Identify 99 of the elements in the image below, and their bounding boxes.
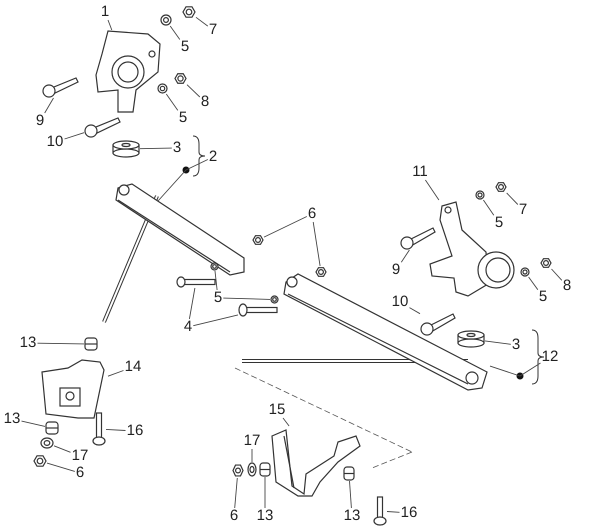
nut (232, 463, 244, 478)
leader-line (528, 276, 538, 290)
end-cap (343, 466, 355, 481)
leader-line (21, 420, 46, 427)
leader-line (490, 362, 541, 376)
callout-number: 9 (34, 113, 46, 129)
leader-line (264, 216, 308, 238)
bolt (420, 312, 455, 336)
leader-line (282, 418, 290, 426)
leader-line (482, 200, 494, 216)
callout-number: 12 (540, 349, 560, 365)
leader-line (170, 26, 180, 40)
callout-number: 17 (242, 433, 262, 449)
leader-line (192, 314, 238, 326)
leader-line (264, 476, 266, 508)
bolt (42, 76, 78, 98)
bolt (373, 496, 387, 526)
callout-number: 2 (208, 149, 218, 165)
callout-number: 7 (518, 202, 528, 218)
washer (270, 295, 279, 304)
callout-number: 1 (100, 4, 110, 20)
callout-number: 14 (124, 359, 142, 375)
nut (33, 454, 47, 468)
nut (495, 181, 507, 193)
leader-line (54, 445, 71, 453)
leader-line (46, 462, 76, 472)
leader-line (551, 268, 562, 281)
callout-number: 15 (268, 402, 286, 418)
callout-number: 9 (390, 262, 402, 278)
rubber-bush (457, 330, 485, 348)
leader-line (484, 340, 512, 345)
callout-number: 6 (74, 465, 86, 481)
callout-number: 13 (18, 335, 38, 351)
callout-number: 6 (306, 206, 318, 222)
leader-line (234, 478, 238, 508)
leader-line (158, 159, 208, 202)
callout-number: 6 (228, 508, 240, 524)
callout-number: 16 (400, 505, 418, 521)
leader-line (349, 480, 352, 508)
callout-number: 10 (390, 294, 410, 310)
callout-number: 13 (342, 508, 362, 524)
leader-line (108, 370, 124, 377)
callout-number: 5 (494, 215, 504, 231)
leader-line (196, 16, 208, 27)
washer (247, 462, 257, 477)
callout-number: 4 (182, 319, 194, 335)
rubber-bush (112, 140, 140, 158)
leader-line (166, 94, 178, 111)
leader-line (140, 148, 172, 150)
leader-line (386, 511, 400, 513)
steering-knuckle-drawing (428, 200, 516, 298)
leader-line (186, 84, 200, 98)
callout-number: 5 (212, 290, 224, 306)
washer (40, 437, 54, 449)
callout-number: 5 (180, 39, 190, 55)
end-cap (84, 337, 98, 351)
callout-number: 11 (410, 164, 430, 180)
end-cap (259, 462, 271, 477)
washer (157, 83, 168, 94)
end-cap (45, 421, 59, 435)
callout-number: 5 (538, 289, 548, 305)
washer (210, 262, 219, 271)
washer (475, 190, 485, 200)
leader-line (506, 192, 518, 205)
washer (160, 14, 172, 26)
nut (182, 5, 196, 19)
leader-line (424, 180, 440, 200)
leader-line (44, 98, 54, 114)
leader-line (37, 342, 84, 344)
nut (315, 266, 327, 278)
nut (252, 234, 264, 246)
leader-line (106, 428, 126, 431)
bolt (400, 226, 435, 250)
callout-number: 3 (172, 140, 182, 156)
callout-number: 16 (126, 423, 144, 439)
leader-line (409, 307, 420, 314)
bolt (176, 276, 216, 288)
callout-number: 17 (70, 448, 90, 464)
callout-number: 10 (46, 134, 64, 150)
leader-line (108, 20, 112, 30)
leader-line (400, 250, 410, 263)
bolt (238, 303, 278, 317)
leader-line (312, 222, 321, 266)
callout-number: 13 (2, 411, 22, 427)
callout-number: 13 (256, 508, 274, 524)
callout-number: 5 (178, 110, 188, 126)
washer (520, 267, 530, 277)
callout-number: 8 (562, 278, 572, 294)
leader-line (214, 270, 218, 290)
bolt (84, 116, 120, 138)
nut (540, 257, 552, 269)
callout-number: 7 (208, 22, 218, 38)
leader-line (64, 132, 84, 140)
callout-number: 8 (200, 94, 210, 110)
leader-line (188, 288, 196, 320)
nut (174, 72, 187, 85)
bolt (92, 412, 106, 446)
callout-number: 3 (510, 337, 522, 353)
leader-line (222, 298, 270, 300)
